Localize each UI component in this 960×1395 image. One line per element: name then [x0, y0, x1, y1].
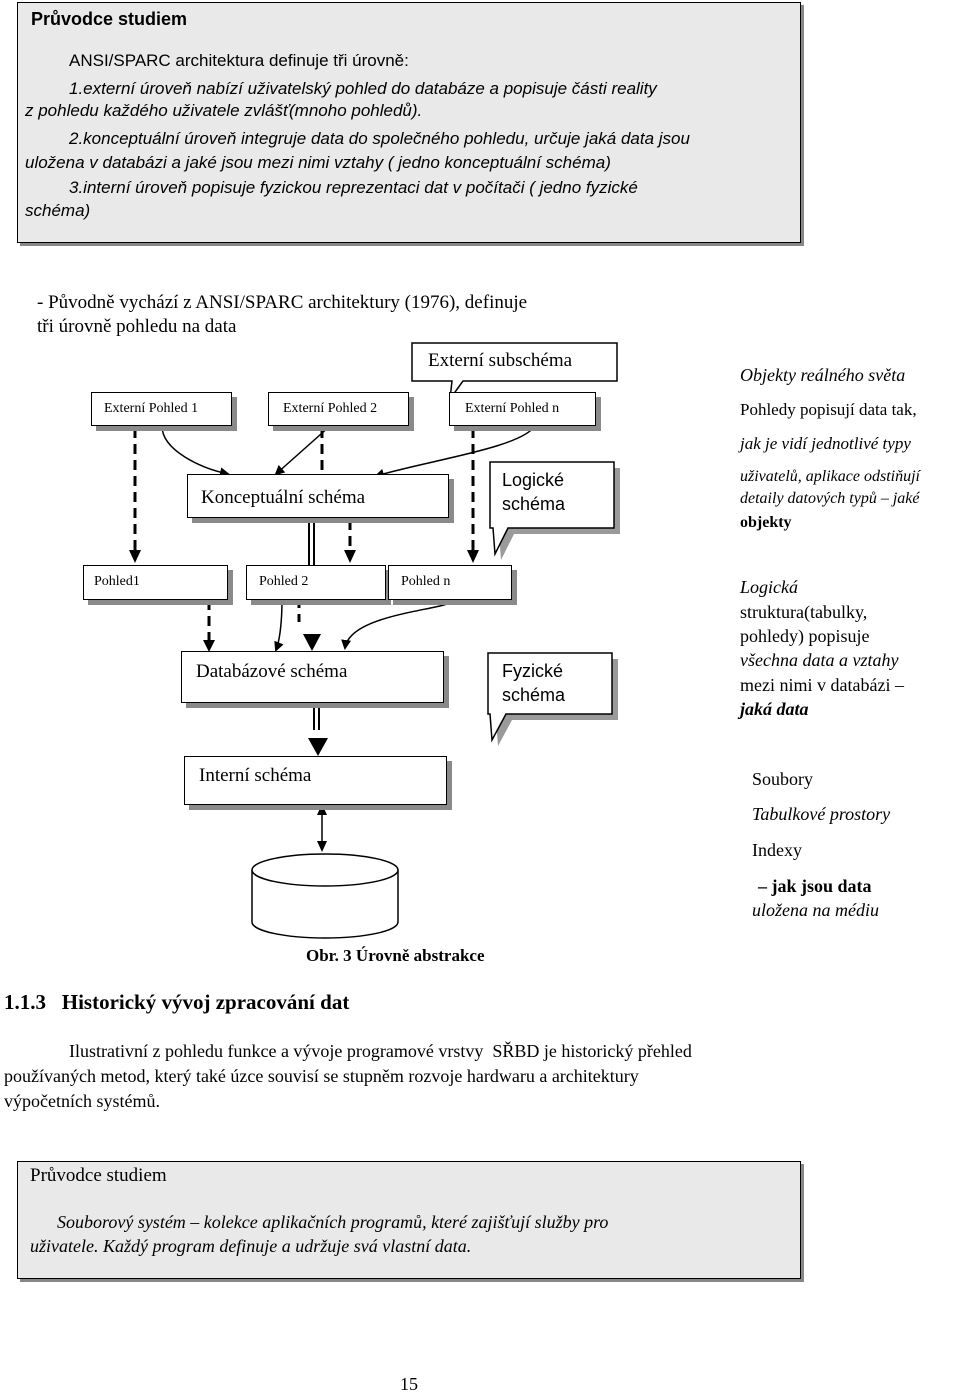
arrow-externi1-konceptual [161, 425, 230, 478]
arrow-pohled2-databazove [274, 599, 284, 652]
intro-line: - Původně vychází z ANSI/SPARC architekt… [37, 292, 528, 313]
side-note: jaká data [740, 699, 809, 719]
konceptualni-schema-box: Konceptuální schéma [187, 474, 449, 518]
externi-subschema-label: Externí subschéma [428, 350, 573, 371]
guide-line: 3.interní úroveň popisuje fyzickou repre… [69, 178, 638, 197]
guide-line: schéma) [25, 201, 91, 220]
databazove-schema-box: Databázové schéma [181, 651, 444, 703]
side-note: objekty [740, 514, 792, 531]
fyzicke-schema-label-1: Fyzické [502, 661, 564, 681]
intro-line: tři úrovně pohledu na data [37, 316, 237, 337]
guide-line: z pohledu každého uživatele zvlášť(mnoho… [25, 101, 423, 120]
side-note: Pohledy popisují data tak, [740, 400, 917, 419]
fyzicke-schema-callout [487, 652, 613, 743]
interni-schema-box: Interní schéma [184, 756, 447, 805]
guide-line: 2.konceptuální úroveň integruje data do … [69, 129, 690, 148]
side-note: – jak jsou data [758, 876, 872, 896]
guide-line: Souborový systém – kolekce aplikačních p… [57, 1212, 609, 1232]
side-note: struktura(tabulky, [740, 602, 868, 622]
externi-pohled-2-box: Externí Pohled 2 [268, 392, 409, 426]
pohled-1-box: Pohled1 [83, 565, 228, 600]
side-note: pohledy) popisuje [740, 626, 870, 646]
externi-pohled-1-box: Externí Pohled 1 [91, 392, 232, 426]
arrow-pohledn-databazove [341, 599, 454, 650]
database-cylinder [251, 853, 399, 939]
paragraph-line: výpočetních systémů. [4, 1091, 160, 1111]
side-note: všechna data a vztahy [740, 650, 899, 670]
externi-subschema-callout [411, 342, 618, 402]
logicke-schema-label-1: Logické [502, 470, 565, 490]
pohled-n-box: Pohled n [388, 565, 512, 600]
side-note: mezi nimi v databázi – [740, 675, 904, 695]
side-note: uložena na médiu [752, 900, 879, 920]
guide-line: ANSI/SPARC architektura definuje tři úro… [69, 51, 409, 70]
guide-line: uživatele. Každý program definuje a udrž… [30, 1236, 472, 1256]
paragraph-line: Ilustrativní z pohledu funkce a vývoje p… [69, 1041, 692, 1061]
fyzicke-schema-label-2: schéma [502, 685, 566, 705]
externi-pohled-n-box: Externí Pohled n [449, 392, 596, 426]
arrow-externin-konceptual [374, 425, 536, 479]
guide-title: Průvodce studiem [31, 9, 188, 29]
side-note: Tabulkové prostory [752, 804, 891, 824]
side-note: Soubory [752, 769, 814, 789]
paragraph-line: používaných metod, který také úzce souvi… [4, 1066, 639, 1086]
guide-line: uložena v databázi a jaké jsou mezi nimi… [25, 153, 611, 172]
side-note: uživatelů, aplikace odstiňují [740, 468, 920, 485]
figure-caption: Obr. 3 Úrovně abstrakce [306, 946, 485, 965]
section-heading: 1.1.3 Historický vývoj zpracování dat [4, 990, 350, 1014]
pohled-2-box: Pohled 2 [246, 565, 386, 600]
guide-line: 1.externí úroveň nabízí uživatelský pohl… [69, 79, 657, 98]
guide-title: Průvodce studiem [30, 1165, 167, 1186]
side-note: detaily datových typů – jaké [740, 490, 920, 507]
guide-box-top: Průvodce studiem ANSI/SPARC architektura… [17, 2, 801, 243]
side-note: Indexy [752, 840, 802, 860]
guide-box-bottom: Průvodce studiem Souborový systém – kole… [17, 1161, 801, 1279]
side-note: jak je vidí jednotlivé typy [740, 434, 911, 453]
logicke-schema-label-2: schéma [502, 494, 566, 514]
side-note: Objekty reálného světa [740, 365, 906, 385]
page-number: 15 [400, 1374, 418, 1394]
logicke-schema-callout [489, 461, 615, 557]
side-note: Logická [740, 577, 798, 597]
